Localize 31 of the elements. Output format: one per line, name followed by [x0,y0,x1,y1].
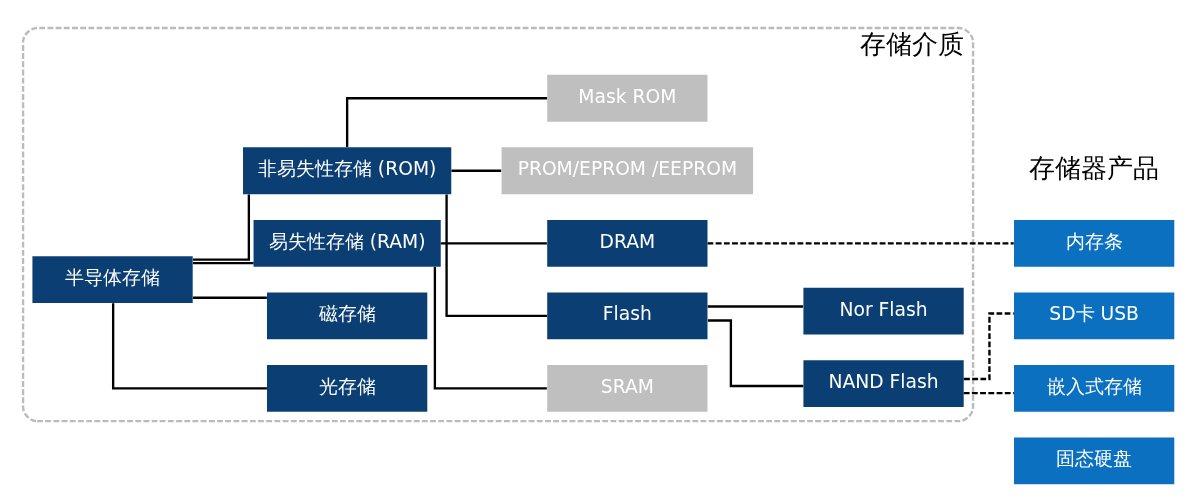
node-box: 光存储 [267,364,428,412]
node-box: 内存条 [1014,219,1175,267]
connector [707,304,804,308]
connector [707,241,1014,244]
node-box: NAND Flash [803,359,964,407]
node-box: 固态硬盘 [1014,437,1175,484]
node-box: 半导体存储 [32,255,193,303]
node-box: 嵌入式存储 [1014,364,1175,412]
connector [451,169,502,172]
connector [440,241,547,244]
connector [345,96,548,147]
connector [963,391,1014,394]
node-box: 非易失性存储 (ROM) [243,146,452,194]
node-box: 磁存储 [267,291,428,339]
node-box: PROM/EPROM /EEPROM [501,146,754,194]
node-box: DRAM [547,219,708,267]
node-box: Nor Flash [803,287,964,335]
connector [192,296,267,299]
connector [963,311,1014,380]
connector [433,266,547,390]
node-box: SD卡 USB [1014,291,1175,339]
label: 存储器产品 [1029,152,1160,183]
connector [193,194,251,261]
node-box: 易失性存储 (RAM) [253,219,441,267]
node-box: Mask ROM [547,74,708,122]
connector [445,193,547,317]
connector [192,261,254,264]
node-box: Flash [547,291,708,339]
connector [707,318,804,387]
node-box: SRAM [547,364,708,412]
connector [112,302,267,390]
